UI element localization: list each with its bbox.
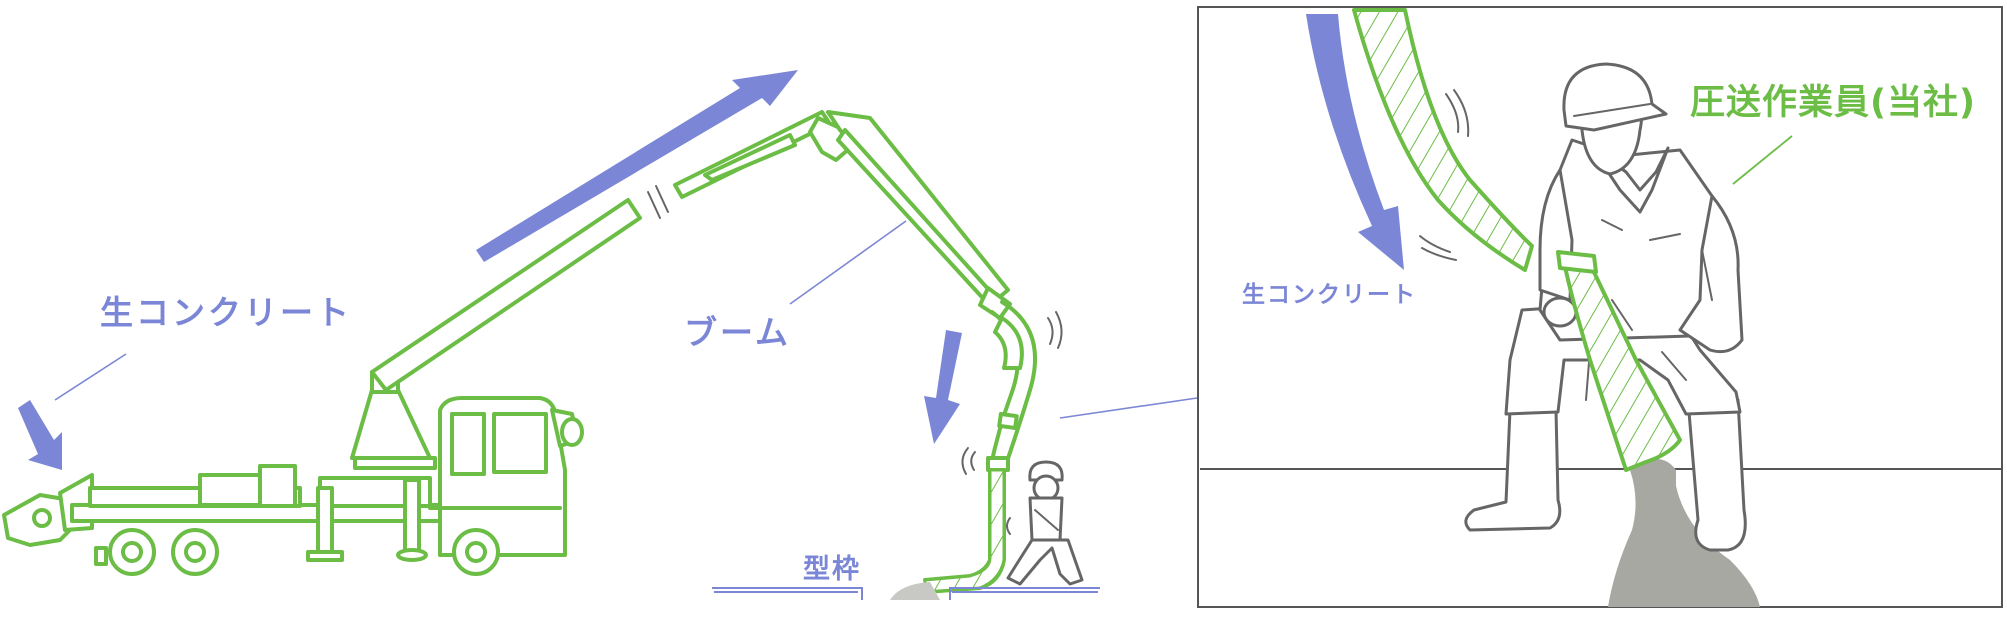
concrete-discharge	[1608, 459, 1760, 607]
hose	[1352, 8, 1682, 472]
label-raw-concrete-inset: 生コンクリート	[1242, 282, 1417, 308]
pump-truck-icon	[2, 198, 642, 576]
wheel	[108, 528, 156, 576]
leader-line	[54, 353, 127, 401]
label-pump-worker: 圧送作業員(当社)	[1690, 83, 1976, 123]
flow-arrow-icon	[1306, 14, 1404, 270]
inset-detail: 生コンクリート 圧送作業員(当社)	[1197, 6, 2003, 608]
leader-line	[1059, 397, 1198, 419]
boom-arm	[673, 110, 1038, 594]
label-formwork: 型枠	[803, 554, 861, 585]
worker-icon	[1006, 460, 1084, 586]
flow-arrow-icon	[18, 400, 62, 470]
leader-line	[1732, 135, 1793, 185]
formwork	[712, 582, 1100, 600]
flow-arrow-icon	[924, 330, 962, 444]
leader-line	[789, 220, 907, 305]
vibration-marks-icon	[1419, 89, 1470, 261]
wheel	[452, 528, 500, 576]
label-raw-concrete: 生コンクリート	[100, 293, 352, 332]
wheel	[171, 528, 219, 576]
label-boom: ブーム	[684, 313, 791, 352]
vibration-marks-icon	[647, 185, 1063, 535]
flow-arrow-icon	[476, 70, 798, 262]
